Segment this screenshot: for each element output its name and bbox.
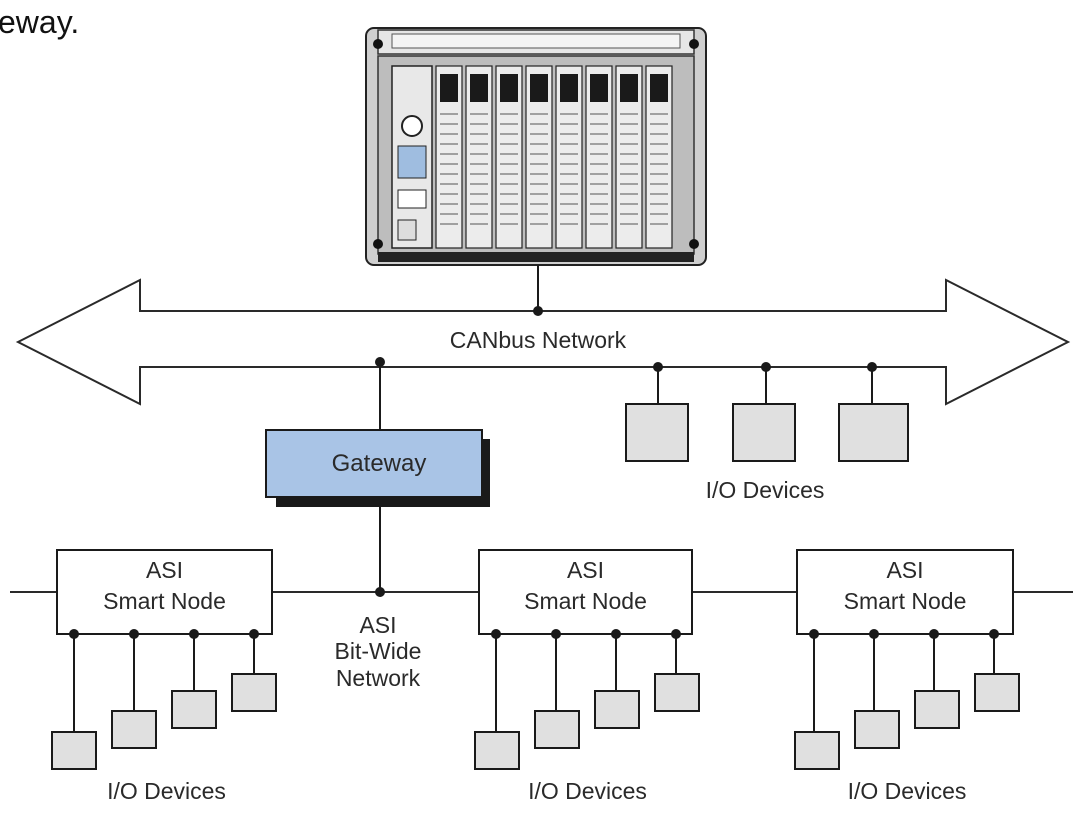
top-io-group: I/O Devices — [625, 362, 909, 503]
asi-node-box — [56, 549, 273, 635]
io-device — [625, 403, 689, 462]
asi-node-box — [796, 549, 1014, 635]
io-device — [654, 673, 700, 712]
gateway-box — [265, 429, 483, 498]
io-device — [794, 731, 840, 770]
asi-network-line1: ASI — [359, 612, 396, 638]
asi-node-box — [478, 549, 693, 635]
canbus-label: CANbus Network — [450, 327, 627, 353]
node-io-label: I/O Devices — [848, 778, 967, 804]
io-device — [231, 673, 277, 712]
asi-node-subtitle: Smart Node — [103, 588, 226, 614]
io-device — [594, 690, 640, 729]
asi-network-line3: Network — [336, 665, 421, 691]
asi-node-subtitle: Smart Node — [844, 588, 967, 614]
gateway-label: Gateway — [332, 450, 427, 477]
canbus-arrow — [15, 278, 1071, 406]
caption-fragment: eway. — [0, 4, 79, 40]
io-device — [171, 690, 217, 729]
node-io-label: I/O Devices — [107, 778, 226, 804]
node-io-label: I/O Devices — [528, 778, 647, 804]
asi-node-subtitle: Smart Node — [524, 588, 647, 614]
top-io-label: I/O Devices — [706, 477, 825, 503]
asi-node-title: ASI — [146, 557, 183, 583]
io-device — [534, 710, 580, 749]
io-device — [854, 710, 900, 749]
io-device — [51, 731, 97, 770]
io-device — [732, 403, 796, 462]
io-device — [914, 690, 960, 729]
io-device — [838, 403, 909, 462]
plc-rack-icon — [365, 27, 707, 266]
asi-node-title: ASI — [886, 557, 923, 583]
asi-network-line2: Bit-Wide — [335, 638, 422, 664]
asi-node-title: ASI — [567, 557, 604, 583]
io-device — [111, 710, 157, 749]
io-device — [974, 673, 1020, 712]
io-device — [474, 731, 520, 770]
